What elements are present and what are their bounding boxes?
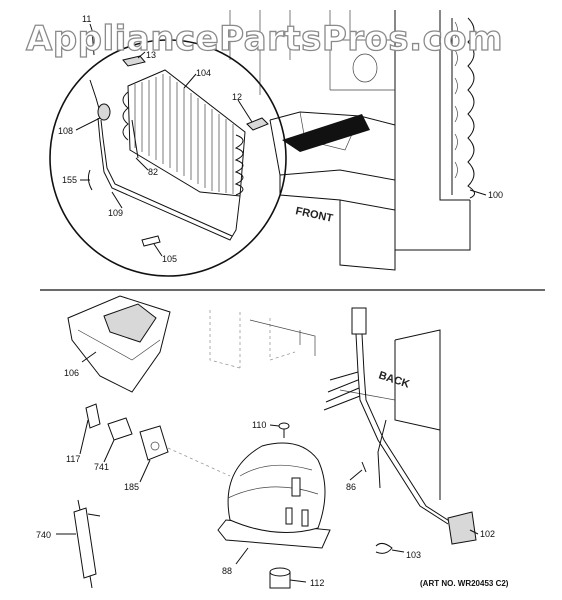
callout-108: 108 bbox=[58, 126, 73, 136]
back-label: BACK bbox=[377, 369, 411, 390]
callout-86: 86 bbox=[346, 482, 356, 492]
part-86 bbox=[361, 461, 367, 473]
condenser-coil bbox=[451, 17, 475, 199]
callout-13: 13 bbox=[146, 50, 156, 60]
relay-741 bbox=[107, 417, 133, 441]
cabinet-body bbox=[229, 10, 471, 271]
drier-740 bbox=[73, 499, 101, 589]
callout-105: 105 bbox=[162, 254, 177, 264]
callout-740: 740 bbox=[36, 530, 51, 540]
callout-11: 11 bbox=[82, 14, 91, 24]
part-117 bbox=[85, 403, 101, 429]
watermark: AppliancePartsPros.com bbox=[26, 19, 503, 59]
callout-100: 100 bbox=[488, 190, 503, 200]
probe-82 bbox=[131, 119, 139, 159]
screw-105 bbox=[141, 235, 161, 247]
art-number: (ART NO. WR20453 C2) bbox=[420, 579, 509, 588]
callout-117: 117 bbox=[66, 454, 80, 464]
part-11 bbox=[91, 29, 95, 56]
callout-185: 185 bbox=[124, 482, 139, 492]
callout-104: 104 bbox=[196, 68, 211, 78]
leader-lines bbox=[56, 23, 487, 583]
callout-109: 109 bbox=[108, 208, 123, 218]
part-12 bbox=[246, 117, 269, 131]
callout-102: 102 bbox=[480, 529, 495, 539]
callout-741: 741 bbox=[94, 462, 109, 472]
callout-110: 110 bbox=[252, 420, 266, 430]
callout-103: 103 bbox=[406, 550, 421, 560]
callout-12: 12 bbox=[232, 92, 242, 102]
compressor-88 bbox=[217, 442, 331, 549]
drain-pan-106 bbox=[67, 295, 171, 393]
front-label: FRONT bbox=[294, 205, 334, 225]
defrost-heater bbox=[87, 79, 241, 241]
clamp-103 bbox=[375, 542, 393, 554]
callout-112: 112 bbox=[310, 578, 324, 588]
callout-106: 106 bbox=[64, 368, 79, 378]
evaporator bbox=[122, 69, 246, 197]
wiring-harness bbox=[323, 307, 477, 545]
detail-magnifier bbox=[49, 39, 287, 277]
callout-155: 155 bbox=[62, 175, 77, 185]
overload-185 bbox=[139, 425, 169, 461]
callout-82: 82 bbox=[148, 167, 158, 177]
machine-compartment bbox=[209, 310, 441, 500]
part-13 bbox=[122, 55, 146, 67]
callout-88: 88 bbox=[222, 566, 232, 576]
grommet-110 bbox=[278, 422, 290, 430]
